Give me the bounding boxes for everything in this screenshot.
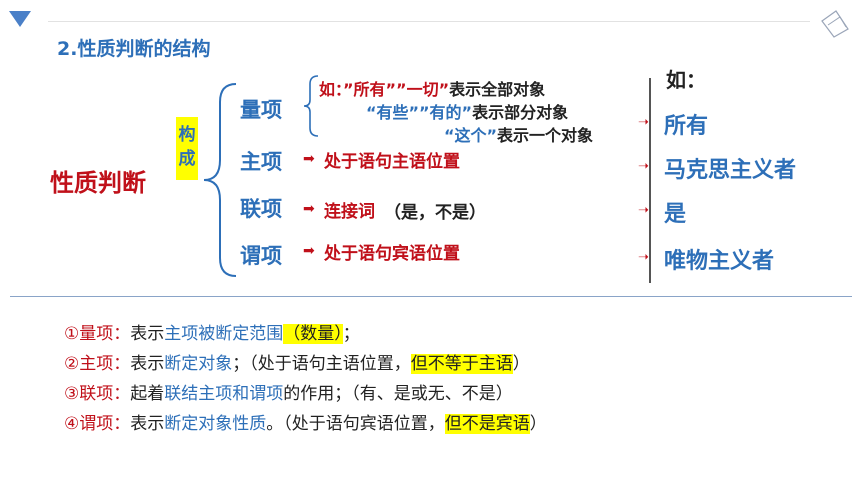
note-highlight: 但不等于主语: [410, 354, 513, 374]
quantifier-example-2: “有些””有的”表示部分对象: [366, 99, 568, 123]
example-meaning: 表示部分对象: [472, 103, 569, 122]
example-word-4: 唯物主义者: [664, 249, 775, 274]
main-brace: [203, 83, 237, 277]
note-text: ）: [512, 354, 530, 374]
term-predicate: 谓项: [240, 244, 282, 268]
page-corner-icon: [821, 10, 849, 38]
arrow-right-icon: ➝: [638, 203, 649, 218]
section-divider: [10, 296, 852, 297]
note-text: ）: [529, 414, 547, 434]
note-text: 。（处于语句宾语位置，: [266, 414, 445, 434]
note-number: ③联项：: [64, 384, 131, 404]
term-subject: 主项: [240, 150, 282, 174]
arrow-right-icon: ➡: [303, 243, 315, 259]
quantifier-brace: [303, 75, 319, 137]
term-copula: 联项: [240, 197, 282, 221]
main-term: 性质判断: [50, 169, 146, 197]
note-text: ；（处于语句主语位置，: [232, 354, 411, 374]
quantifier-example-1: 如：”所有””一切”表示全部对象: [319, 76, 545, 100]
note-predicate: ④谓项：表示断定对象性质。（处于语句宾语位置，但不是宾语）: [64, 409, 547, 434]
example-words: “有些””有的”: [366, 103, 473, 122]
note-highlight: 但不是宾语: [444, 414, 530, 434]
page-title: 2.性质判断的结构: [57, 38, 211, 60]
arrow-right-icon: ➝: [638, 115, 649, 130]
top-rule: [48, 21, 810, 22]
note-text: 表示: [130, 324, 165, 344]
example-label: 如：: [666, 68, 706, 92]
note-text: 的作用；（有、是或无、不是）: [283, 384, 513, 404]
example-meaning: 表示一个对象: [497, 126, 594, 145]
example-word-1: 所有: [664, 114, 709, 139]
example-divider: [649, 78, 651, 283]
note-text: 表示: [130, 354, 165, 374]
term-quantifier: 量项: [240, 98, 282, 122]
example-meaning: 表示全部对象: [449, 80, 546, 99]
copula-desc: 连接词: [324, 202, 375, 222]
copula-values: （是，不是）: [384, 203, 486, 223]
note-number: ①量项：: [64, 324, 131, 344]
note-copula: ③联项：起着联结主项和谓项的作用；（有、是或无、不是）: [64, 379, 513, 404]
quantifier-example-3: “这个”表示一个对象: [444, 122, 593, 146]
note-keyword: 断定对象性质: [164, 414, 267, 434]
note-highlight: （数量）: [283, 324, 343, 344]
note-keyword: 断定对象: [164, 354, 233, 374]
example-words: “这个”: [444, 126, 498, 145]
arrow-right-icon: ➡: [303, 151, 315, 167]
note-subject: ②主项：表示断定对象；（处于语句主语位置，但不等于主语）: [64, 349, 530, 374]
subject-desc: 处于语句主语位置: [324, 152, 460, 172]
note-number: ④谓项：: [64, 414, 131, 434]
example-word-2: 马克思主义者: [664, 158, 797, 183]
arrow-right-icon: ➝: [638, 250, 649, 265]
note-text: ；: [342, 324, 360, 344]
triangle-marker-icon: [9, 11, 31, 27]
note-text: 表示: [130, 414, 165, 434]
example-word-3: 是: [664, 202, 687, 227]
note-text: 起着: [130, 384, 165, 404]
arrow-right-icon: ➡: [303, 201, 315, 217]
arrow-right-icon: ➝: [638, 159, 649, 174]
example-prefix: 如：: [319, 80, 344, 99]
note-number: ②主项：: [64, 354, 131, 374]
example-words: ”所有””一切”: [343, 80, 450, 99]
predicate-desc: 处于语句宾语位置: [324, 244, 460, 264]
composition-label: 构成: [178, 125, 196, 169]
note-keyword: 联结主项和谓项: [164, 384, 284, 404]
composition-badge: 构成: [176, 117, 198, 180]
note-quantifier: ①量项：表示主项被断定范围（数量）；: [64, 319, 360, 344]
note-keyword: 主项被断定范围: [164, 324, 284, 344]
